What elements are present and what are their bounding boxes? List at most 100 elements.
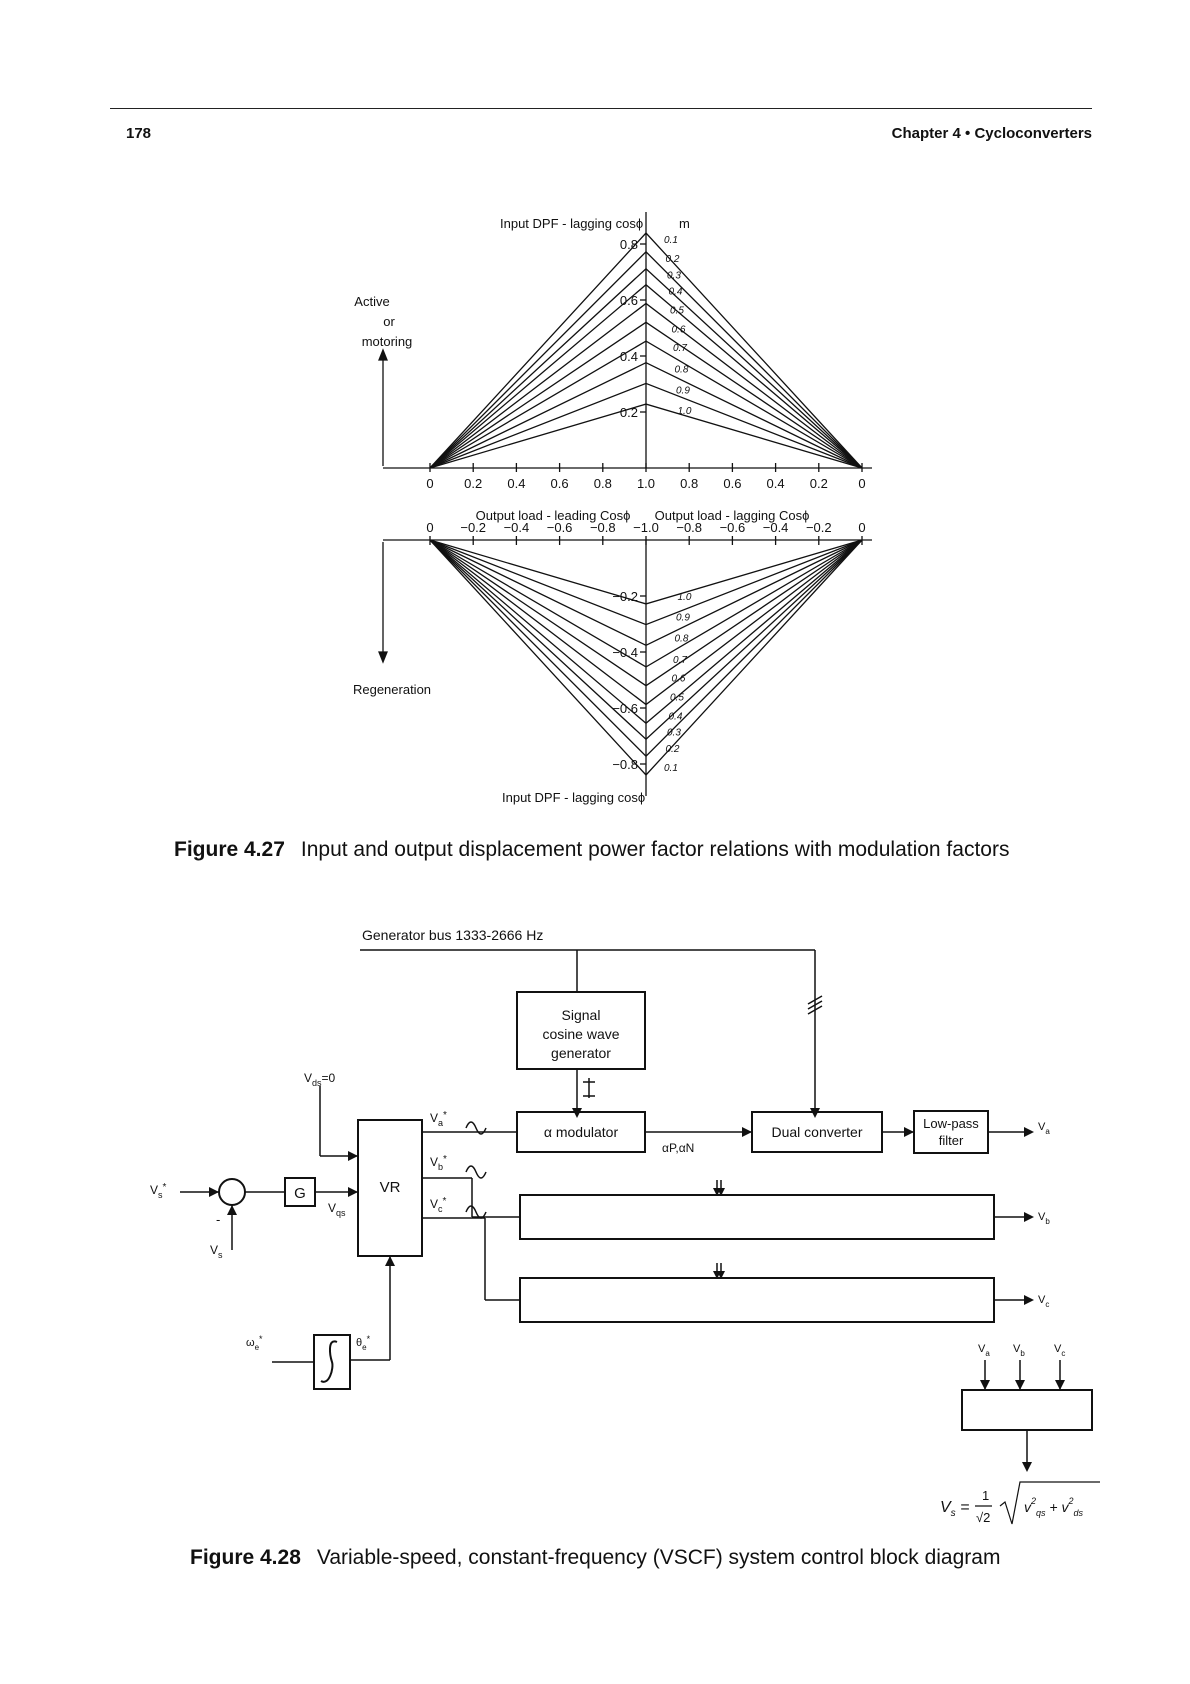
active-label-2: or bbox=[383, 314, 395, 329]
vds-sub: ds bbox=[312, 1078, 322, 1088]
svg-text:Va: Va bbox=[1038, 1121, 1050, 1136]
svg-text:Vb: Vb bbox=[1038, 1211, 1050, 1226]
upper-x-tick: 0.2 bbox=[810, 476, 828, 491]
upper-y-tick: 0.8 bbox=[620, 237, 638, 252]
mf-label-upper: 0.1 bbox=[664, 235, 678, 246]
svg-text:Vqs: Vqs bbox=[328, 1201, 346, 1218]
minus-sign: - bbox=[216, 1212, 220, 1227]
svg-text:Vs*: Vs* bbox=[150, 1182, 167, 1200]
mf-label-lower: 0.7 bbox=[673, 655, 687, 666]
vr-label: VR bbox=[380, 1179, 401, 1196]
lower-x-tick: −0.4 bbox=[504, 520, 530, 535]
vc-ref-label: V bbox=[430, 1197, 438, 1211]
caption-text: Variable-speed, constant-frequency (VSCF… bbox=[316, 1546, 1001, 1569]
vqs-sub: qs bbox=[336, 1208, 346, 1218]
dual-converter-label: Dual converter bbox=[771, 1124, 862, 1140]
upper-x-tick: 0.4 bbox=[507, 476, 525, 491]
lower-x-tick: −0.6 bbox=[720, 520, 746, 535]
lower-y-tick: −0.6 bbox=[612, 701, 638, 716]
phase-b-block bbox=[519, 1194, 995, 1240]
leading-label: Output load - leading Cosϕ bbox=[476, 508, 631, 523]
svg-text:Vb*: Vb* bbox=[430, 1154, 447, 1172]
active-label-1: Active bbox=[354, 294, 389, 309]
mf-label-upper: 0.8 bbox=[675, 365, 689, 376]
mf-label-lower: 0.9 bbox=[676, 613, 690, 624]
lower-x-tick: 0 bbox=[858, 520, 865, 535]
mf-label-upper: 0.5 bbox=[670, 306, 684, 317]
lower-x-tick: −0.8 bbox=[590, 520, 616, 535]
out-vb-label: V bbox=[1038, 1211, 1046, 1223]
figure-4-27-plot: Input DPF - lagging cosϕ m Active or mot… bbox=[353, 212, 872, 805]
upper-x-tick: 1.0 bbox=[637, 476, 655, 491]
upper-x-tick: 0 bbox=[426, 476, 433, 491]
svg-text:Vc*: Vc* bbox=[430, 1196, 447, 1214]
signal-gen-line-1: Signal bbox=[562, 1007, 601, 1023]
bottom-axis-label: Input DPF - lagging cosϕ bbox=[502, 790, 645, 805]
formula-lhs: Vs = bbox=[940, 1499, 969, 1519]
vs-ref-label: V bbox=[150, 1183, 158, 1197]
vs-fb-label: V bbox=[210, 1243, 218, 1257]
alpha-pn-label: αP,αN bbox=[662, 1141, 694, 1155]
svg-text:θe*: θe* bbox=[356, 1334, 371, 1352]
lower-x-tick: −0.2 bbox=[806, 520, 832, 535]
lower-x-tick: −0.4 bbox=[763, 520, 789, 535]
summing-junction bbox=[218, 1178, 246, 1206]
generator-bus-label: Generator bus 1333-2666 Hz bbox=[362, 927, 543, 943]
vds-label: V bbox=[304, 1071, 312, 1085]
top-axis-label: Input DPF - lagging cosϕ bbox=[500, 216, 643, 231]
mf-label-upper: 0.4 bbox=[669, 287, 683, 298]
lower-x-tick: −1.0 bbox=[633, 520, 659, 535]
vds-value: =0 bbox=[322, 1071, 336, 1085]
upper-x-tick: 0.4 bbox=[767, 476, 785, 491]
upper-y-tick: 0.2 bbox=[620, 405, 638, 420]
mf-label-upper: 0.6 bbox=[672, 324, 686, 335]
rms-block bbox=[961, 1389, 1093, 1431]
lower-x-tick: −0.2 bbox=[460, 520, 486, 535]
mf-label-lower: 0.2 bbox=[666, 744, 680, 755]
mf-label-lower: 0.4 bbox=[669, 711, 683, 722]
signal-gen-line-2: cosine wave bbox=[542, 1026, 619, 1042]
va-ref-label: V bbox=[430, 1111, 438, 1125]
lowpass-line-2: filter bbox=[939, 1133, 964, 1148]
mf-label-upper: 0.7 bbox=[673, 343, 687, 354]
mf-label-upper: 0.9 bbox=[676, 385, 690, 396]
caption-label: Figure 4.28 bbox=[190, 1546, 301, 1569]
signal-generator-box bbox=[516, 991, 646, 1070]
svg-text:Va*: Va* bbox=[430, 1110, 447, 1128]
lower-y-tick: −0.4 bbox=[612, 645, 638, 660]
lower-y-tick: −0.2 bbox=[612, 589, 638, 604]
mf-label-lower: 1.0 bbox=[678, 592, 692, 603]
svg-text:Vb: Vb bbox=[1013, 1343, 1025, 1358]
svg-text:Vc: Vc bbox=[1054, 1343, 1065, 1358]
caption-label: Figure 4.27 bbox=[174, 838, 285, 861]
signal-gen-line-3: generator bbox=[551, 1045, 611, 1061]
running-title: Chapter 4 • Cycloconverters bbox=[891, 125, 1092, 142]
vb-ref-label: V bbox=[430, 1155, 438, 1169]
mf-label-upper: 0.3 bbox=[667, 271, 681, 282]
mf-label-upper: 1.0 bbox=[678, 406, 692, 417]
figure-4-28-caption: Figure 4.28 Variable-speed, constant-freq… bbox=[190, 1546, 1000, 1570]
modulator-label: α modulator bbox=[544, 1124, 619, 1140]
upper-x-tick: 0.6 bbox=[723, 476, 741, 491]
svg-text:v2qs + v2ds: v2qs + v2ds bbox=[1024, 1496, 1084, 1518]
lower-x-tick: 0 bbox=[426, 520, 433, 535]
active-label-3: motoring bbox=[362, 334, 413, 349]
upper-x-tick: 0.6 bbox=[551, 476, 569, 491]
svg-text:1: 1 bbox=[982, 1488, 989, 1503]
phase-c-block bbox=[519, 1277, 995, 1323]
svg-text:√2: √2 bbox=[976, 1510, 990, 1525]
svg-text:ωe*: ωe* bbox=[246, 1334, 263, 1352]
regeneration-label: Regeneration bbox=[353, 682, 431, 697]
lower-x-tick: −0.8 bbox=[676, 520, 702, 535]
mf-label-lower: 0.8 bbox=[675, 633, 689, 644]
upper-y-tick: 0.6 bbox=[620, 293, 638, 308]
out-va-label: V bbox=[1038, 1121, 1046, 1133]
mf-label-lower: 0.6 bbox=[672, 674, 686, 685]
lower-x-tick: −0.6 bbox=[547, 520, 573, 535]
out-vc-label: V bbox=[1038, 1294, 1046, 1306]
figure-4-27-caption: Figure 4.27 Input and output displacement… bbox=[174, 838, 1009, 862]
caption-text: Input and output displacement power fact… bbox=[300, 838, 1010, 861]
mf-label-upper: 0.2 bbox=[666, 254, 680, 265]
mf-label-lower: 0.3 bbox=[667, 727, 681, 738]
svg-text:Vds=0: Vds=0 bbox=[304, 1071, 336, 1088]
